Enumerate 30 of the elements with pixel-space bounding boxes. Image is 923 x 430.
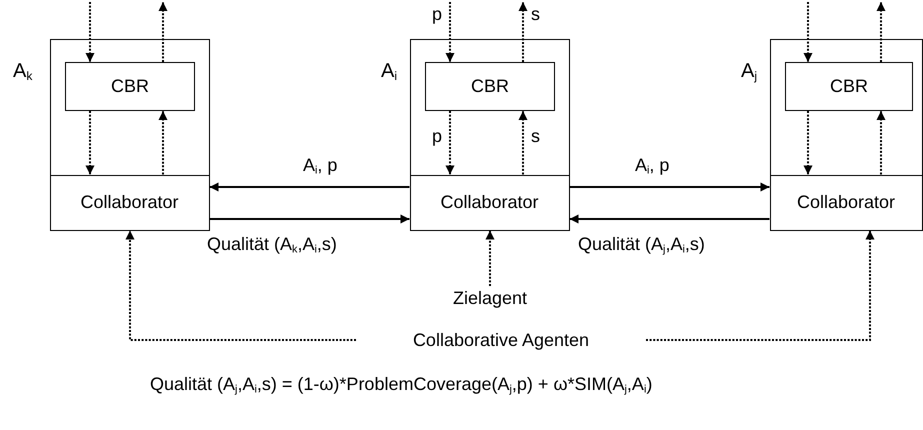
arrow	[876, 2, 886, 62]
agent-name: A$_{i}$	[381, 60, 398, 83]
arrow	[486, 230, 494, 286]
formula-text: Qualität (A$_{j}$,A$_{i}$,s) = (1-ω)*ProblemCoverage(A$_{j}$,p) + ω*SIM(A$_{j}$,A$_{i}$)	[150, 374, 652, 395]
component-box: CBR	[425, 62, 555, 111]
agent-name: A$_{j}$	[741, 60, 758, 83]
arrow	[804, 2, 812, 62]
arrow	[646, 230, 874, 341]
arrow	[446, 2, 454, 62]
edge-label: Qualität (A$_{k}$,A$_{i}$,s)	[207, 234, 337, 255]
arrow	[876, 111, 886, 174]
text-label: Collaborative Agenten	[362, 327, 640, 353]
agent-name: A$_{k}$	[13, 60, 32, 83]
arrow	[158, 2, 168, 62]
text-label: Zielagent	[440, 286, 540, 310]
arrow	[518, 111, 528, 174]
arrow	[158, 111, 168, 174]
edge-label: Qualität (A$_{j}$,A$_{i}$,s)	[578, 234, 705, 255]
component-box: CBR	[785, 62, 913, 111]
arrow	[518, 2, 528, 62]
arrow	[570, 214, 770, 224]
component-box: CBR	[65, 62, 195, 111]
arrow	[86, 111, 94, 174]
arrow	[804, 111, 812, 174]
arrow	[210, 214, 410, 224]
arrow	[210, 182, 410, 192]
arrow	[126, 230, 356, 341]
arrow	[86, 2, 94, 62]
arrow	[446, 111, 454, 174]
arrow	[570, 182, 770, 192]
